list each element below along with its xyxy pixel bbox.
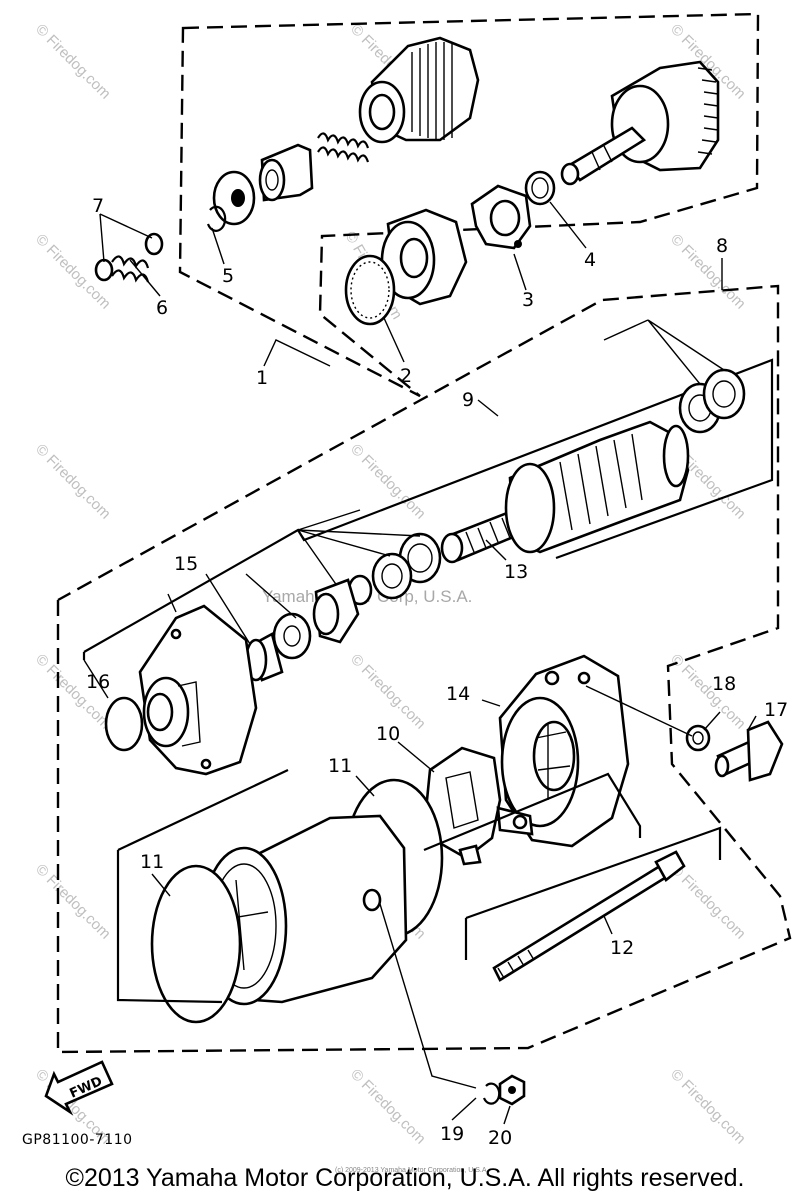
leader-5: [211, 227, 225, 265]
part-label-12: 12: [610, 937, 634, 959]
leader-12: [603, 915, 613, 935]
part-label-19: 19: [440, 1123, 464, 1145]
part-label-11-front: 11: [140, 851, 164, 873]
part-label-5: 5: [222, 265, 234, 287]
leader-19: [379, 903, 477, 1089]
watermark: © Firedog.com: [667, 231, 749, 313]
bearing: [380, 208, 468, 306]
brush-bracket: [423, 772, 642, 852]
part-18-washer: [685, 724, 711, 752]
assembly-8-boundary: [56, 284, 792, 1054]
part-label-18: 18: [712, 673, 736, 695]
part-label-11-rear: 11: [328, 755, 352, 777]
part-19-clip: [482, 1082, 501, 1105]
leader-11a: [151, 873, 171, 897]
bolt-bracket: [464, 826, 722, 960]
leader-10: [397, 741, 435, 773]
part-6-spring: [94, 232, 164, 283]
leader-17: [747, 715, 757, 731]
part-20-nut: [498, 1074, 526, 1106]
armature-washers: [347, 368, 746, 606]
watermark: © Firedog.com: [667, 1066, 749, 1148]
leader-11b: [355, 775, 375, 797]
leader-18: [585, 685, 721, 737]
tiny-notice: (c) 2009-2013 Yamaha Motor Corporation, …: [335, 1167, 489, 1174]
part-17-bolt: [714, 720, 784, 782]
leader-19b: [451, 1097, 477, 1121]
planetary-gear-shaft: [560, 60, 720, 186]
part-label-1: 1: [256, 367, 268, 389]
part-10-brush-holder: [424, 746, 534, 866]
part-label-10: 10: [376, 723, 400, 745]
pinion-clutch-stack: [212, 36, 480, 226]
leader-14: [481, 699, 501, 707]
part-16-o-ring: [104, 696, 144, 752]
part-label-8: 8: [716, 235, 728, 257]
watermark: © Firedog.com: [667, 651, 749, 733]
leader-3: [513, 253, 527, 291]
leader-2: [383, 317, 405, 363]
part-label-6: 6: [156, 297, 168, 319]
leader-20: [503, 1105, 511, 1125]
part-number-labels: 1 2 3 4 5 6 7 8 9 10 11 11 12 13 14 15 1…: [86, 195, 788, 1149]
part-2-ring: [344, 254, 396, 326]
part-label-3: 3: [522, 289, 534, 311]
part-label-9: 9: [462, 389, 474, 411]
watermark: © Firedog.com: [667, 861, 749, 943]
leader-washers: [297, 509, 421, 591]
watermark: © Firedog.com: [32, 441, 114, 523]
leader-15: [167, 573, 297, 645]
part-13-armature: [440, 420, 690, 564]
part-label-14: 14: [446, 683, 470, 705]
assembly-1-boundary: [178, 12, 760, 398]
part-label-7: 7: [92, 195, 104, 217]
leader-1: [263, 339, 331, 367]
part-label-4: 4: [584, 249, 596, 271]
drawing-code: GP81100-7110: [22, 1132, 133, 1148]
watermark: © Firedog.com: [32, 21, 114, 103]
leader-9: [603, 319, 725, 385]
part-3-retainer: [470, 184, 532, 250]
part-11-gasket-front: [150, 864, 242, 1024]
part-4-washer: [524, 170, 556, 206]
part-label-2: 2: [400, 365, 412, 387]
copyright-footer: ©2013 Yamaha Motor Corporation, U.S.A. A…: [65, 1164, 745, 1192]
part-label-15: 15: [174, 553, 198, 575]
leader-9b: [477, 399, 499, 417]
part-12-through-bolt: [492, 850, 686, 982]
leader-4: [549, 201, 587, 249]
leader-13: [485, 539, 507, 561]
assembly-9-bracket: [82, 358, 774, 660]
part-label-13: 13: [504, 561, 528, 583]
watermark: © Firedog.com: [347, 1066, 429, 1148]
part-label-17: 17: [764, 699, 788, 721]
watermark: © Firedog.com: [347, 651, 429, 733]
leader-16: [83, 659, 109, 699]
front-cover: [138, 604, 258, 776]
part-15-bearing-parts: [244, 578, 360, 682]
watermark: © Firedog.com: [32, 861, 114, 943]
leader-7: [99, 213, 153, 263]
part-4-washer-inner: [531, 177, 549, 199]
leader-6: [129, 259, 161, 297]
yoke-bracket: [116, 769, 289, 1004]
part-label-16: 16: [86, 671, 110, 693]
part-label-20: 20: [488, 1127, 512, 1149]
